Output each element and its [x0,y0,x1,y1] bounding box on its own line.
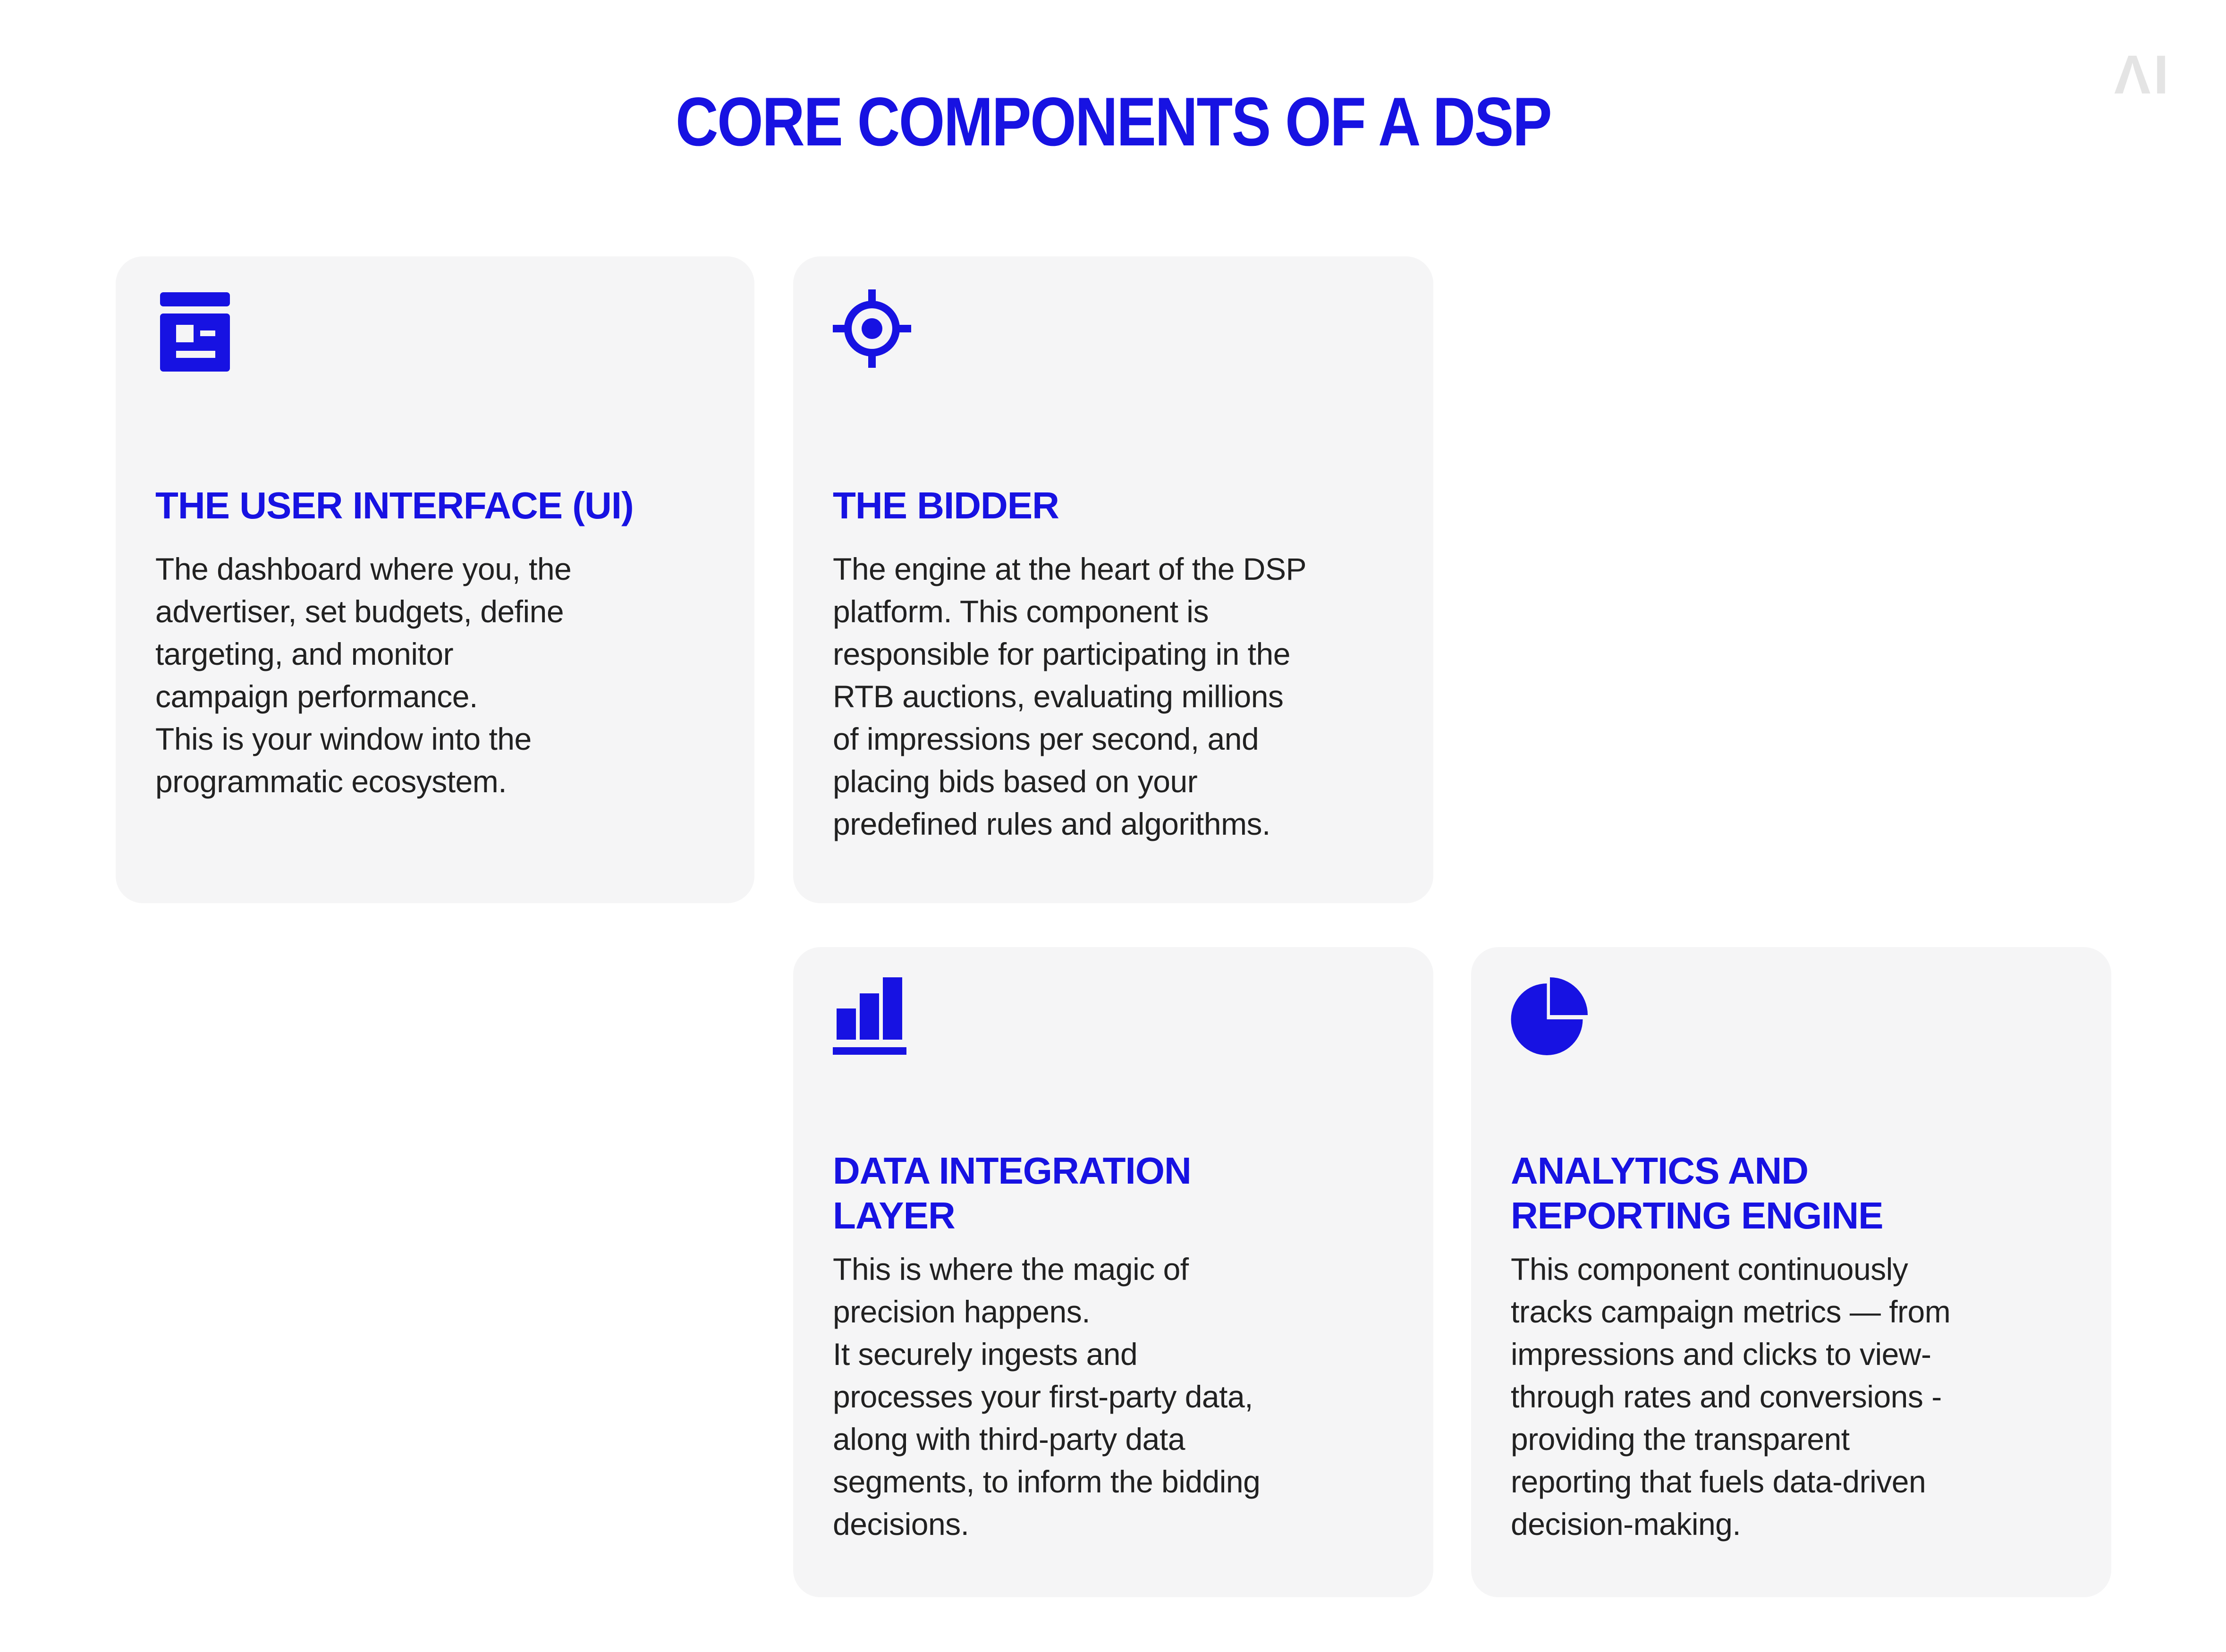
card-user-interface: THE USER INTERFACE (UI) The dashboard wh… [116,256,754,903]
card-title: DATA INTEGRATION LAYER [833,1150,1192,1237]
pie-chart-icon [1511,977,1588,1058]
page-title-wrap: CORE COMPONENTS OF A DSP [0,87,2226,156]
bar-chart-icon [833,977,906,1057]
card-data-integration: DATA INTEGRATION LAYER This is where the… [793,947,1433,1597]
page-title: CORE COMPONENTS OF A DSP [675,83,1552,160]
ai-logo: ΛI [2114,44,2172,105]
card-title: THE USER INTERFACE (UI) [155,484,634,526]
card-body: This is where the magic of precision hap… [833,1252,1261,1542]
card-body: This component continuously tracks campa… [1511,1252,1951,1542]
card-title: ANALYTICS AND REPORTING ENGINE [1511,1150,1884,1237]
card-bidder: THE BIDDER The engine at the heart of th… [793,256,1433,903]
card-analytics-reporting: ANALYTICS AND REPORTING ENGINE This comp… [1471,947,2111,1597]
target-icon [833,289,911,370]
card-body: The dashboard where you, the advertiser,… [155,551,572,799]
dashboard-icon [160,292,230,374]
card-title: THE BIDDER [833,484,1059,526]
card-body: The engine at the heart of the DSP platf… [833,551,1307,841]
